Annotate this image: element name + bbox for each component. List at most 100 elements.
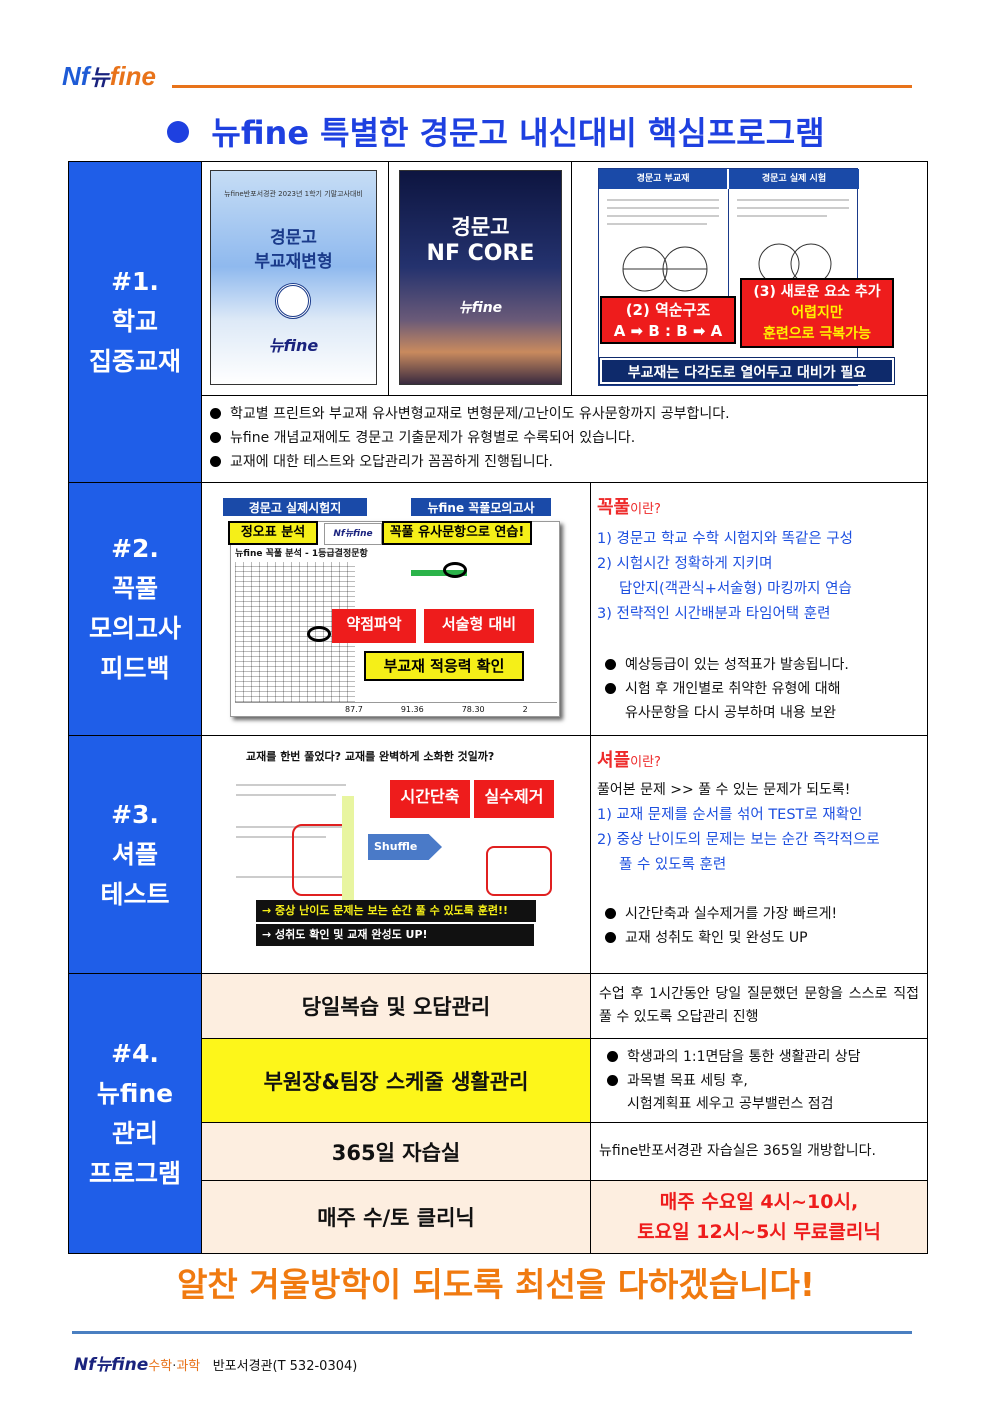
section3-name1: 셔플	[111, 839, 158, 869]
reverse-structure-box: (2) 역순구조 A ➡ B : B ➡ A	[600, 296, 736, 344]
panel-tab2: 경문고 실제 시험	[729, 169, 859, 189]
text-line	[236, 784, 346, 786]
section4-name1: 뉴fine	[96, 1078, 174, 1108]
program-life-management-desc: 학생과의 1:1면담을 통한 생활관리 상담 과목별 목표 세팅 후, 시험계획…	[590, 1038, 928, 1123]
tag-real-exam: 경문고 실제시험지	[222, 497, 368, 517]
section1-bullets: 학교별 프린트와 부교재 유사변형교재로 변형문제/고난이도 유사문항까지 공부…	[201, 395, 928, 483]
logo-ko: 뉴	[89, 65, 110, 90]
program-daily-review: 당일복습 및 오답관리	[201, 973, 591, 1039]
section3-side: #3. 셔플 테스트	[68, 735, 202, 974]
label-similar-practice: 꼭풀 유사문항으로 연습!	[382, 521, 532, 545]
footer-rule	[72, 1331, 912, 1334]
section3-bullet: 교재 성취도 확인 및 완성도 UP	[597, 926, 921, 950]
section2-image-cell: 경문고 실제시험지 뉴fine 꼭풀모의고사 뉴fine 꼭풀 분석 - 1등급…	[201, 482, 591, 736]
book2-cell: 경문고 NF CORE 뉴fine	[388, 161, 572, 396]
clinic-line2: 토요일 12시~5시 무료클리닉	[637, 1221, 881, 1243]
section2-name3: 피드백	[100, 654, 170, 683]
highlight-box-icon	[486, 846, 552, 896]
title-bullet-icon	[167, 121, 190, 143]
program-study-room: 365일 자습실	[201, 1122, 591, 1181]
section2-point: 3) 전략적인 시간배분과 타임어택 훈련	[597, 606, 831, 622]
box3-line1: (3) 새로운 요소 추가	[753, 284, 881, 300]
box3-line3: 훈련으로 극복가능	[763, 326, 871, 342]
label-essay-prep: 서술형 대비	[424, 609, 534, 643]
book2-title1: 경문고	[451, 215, 510, 239]
section1-name2: 집중교재	[88, 347, 181, 376]
section1-num: #1.	[111, 267, 159, 296]
program-life-management: 부원장&팀장 스케줄 생활관리	[201, 1038, 591, 1123]
book2-title2: NF CORE	[426, 241, 535, 266]
section2-point: 1) 경문고 학교 수학 시험지와 똑같은 구성	[597, 531, 853, 547]
section3-point: 풀 수 있도록 훈련	[619, 857, 727, 873]
section3-point: 2) 중상 난이도의 문제는 보는 순간 즉각적으로	[597, 832, 880, 848]
mini-logo: Nf뉴fine	[324, 523, 382, 545]
panel-bottom-banner: 부교재는 다각도로 열어두고 대비가 필요	[599, 357, 895, 385]
score-val: 78.30	[461, 705, 485, 714]
text-line	[607, 223, 707, 225]
life-bullet-cont: 시험계획표 세우고 공부밸런스 점검	[627, 1096, 834, 1112]
text-line	[236, 826, 346, 828]
new-element-box: (3) 새로운 요소 추가 어렵지만 훈련으로 극복가능	[740, 278, 894, 348]
section4-num: #4.	[111, 1038, 159, 1068]
circle-diagram-icon	[622, 246, 708, 292]
score-row: 87.7 91.36 78.30 2	[235, 702, 557, 716]
section2-num: #2.	[111, 534, 159, 563]
section1-bullet: 교재에 대한 테스트와 오답관리가 꼼꼼하게 진행됩니다.	[202, 450, 927, 474]
marker-strip	[342, 796, 354, 906]
program-study-room-desc: 뉴fine반포서경관 자습실은 365일 개방합니다.	[590, 1122, 928, 1181]
score-val: 91.36	[400, 705, 424, 714]
title-text: 뉴fine 특별한 경문고 내신대비 핵심프로그램	[211, 114, 825, 152]
footer-subject1: 수학	[148, 1359, 173, 1374]
panel-tab1: 경문고 부교재	[599, 169, 727, 189]
banner-line2: → 성취도 확인 및 교재 완성도 UP!	[256, 924, 534, 946]
section4-side: #4. 뉴fine 관리 프로그램	[68, 973, 202, 1254]
section2-point: 답안지(객관식+서술형) 마킹까지 연습	[619, 581, 852, 597]
panel-divider	[728, 189, 729, 339]
book1-cell: 뉴fine반포서경관 2023년 1학기 기말고사대비 경문고 부교재변형 뉴f…	[201, 161, 389, 396]
highlight-circle-icon	[443, 562, 467, 578]
doc-title: 뉴fine 꼭풀 분석 - 1등급결정문항	[235, 549, 368, 559]
section2-bullet: 시험 후 개인별로 취약한 유형에 대해	[597, 677, 921, 701]
section2-head-suffix: 이란?	[630, 502, 661, 517]
program-table: #1. 학교 집중교재 뉴fine반포서경관 2023년 1학기 기말고사대비 …	[68, 161, 928, 1254]
program-daily-review-desc: 수업 후 1시간동안 당일 질문했던 문항을 스스로 직접 풀 수 있도록 오답…	[590, 973, 928, 1039]
book1-cover: 뉴fine반포서경관 2023년 1학기 기말고사대비 경문고 부교재변형 뉴f…	[210, 170, 377, 385]
footer-logo: Nf뉴fine	[74, 1355, 149, 1375]
section2-head: 꼭풀	[597, 497, 631, 518]
book1-title1: 경문고	[270, 228, 317, 248]
section3-head: 셔플	[597, 750, 631, 771]
section3-name2: 테스트	[100, 879, 170, 909]
text-line	[607, 207, 719, 209]
book1-title2: 부교재변형	[254, 252, 333, 272]
header-logo: Nf뉴fine	[62, 60, 156, 92]
section2-bullet: 예상등급이 있는 성적표가 발송됩니다.	[597, 653, 921, 677]
green-bar	[411, 570, 467, 576]
section4-name3: 프로그램	[88, 1158, 181, 1188]
logo-nf: Nf	[62, 61, 90, 91]
text-line	[236, 876, 346, 878]
footer-dot: ·	[172, 1359, 177, 1374]
text-line	[236, 794, 336, 796]
book2-logo: 뉴fine	[458, 300, 503, 316]
section3-head-suffix: 이란?	[630, 755, 661, 770]
highlight-circle-icon	[307, 626, 331, 642]
text-line	[607, 199, 719, 201]
text-line	[236, 836, 326, 838]
section3-bullet: 시간단축과 실수제거를 가장 빠르게!	[597, 902, 921, 926]
section4-name2: 관리	[111, 1118, 158, 1148]
section2-bullet-cont: 유사문항을 다시 공부하며 내용 보완	[625, 705, 836, 721]
header-rule	[172, 85, 912, 88]
section3-desc: 셔플이란? 풀어본 문제 >> 풀 수 있는 문제가 되도록! 1) 교재 문제…	[590, 735, 928, 974]
book1-logo: 뉴fine	[268, 336, 319, 355]
program-clinic-desc: 매주 수요일 4시~10시, 토요일 12시~5시 무료클리닉	[590, 1180, 928, 1254]
section2-side: #2. 꼭풀 모의고사 피드백	[68, 482, 202, 736]
footer-branch: 반포서경관(T 532-0304)	[212, 1359, 358, 1374]
section2-desc: 꼭풀이란? 1) 경문고 학교 수학 시험지와 똑같은 구성 2) 시험시간 정…	[590, 482, 928, 736]
life-bullet: 학생과의 1:1면담을 통한 생활관리 상담	[599, 1045, 919, 1069]
score-val: 87.7	[345, 705, 363, 714]
footer-subject2: 과학	[176, 1359, 201, 1374]
section1-name1: 학교	[111, 307, 158, 336]
logo-en: fine	[109, 61, 156, 91]
label-weakness: 약점파악	[332, 609, 416, 643]
section3-point: 1) 교재 문제를 순서를 섞어 TEST로 재확인	[597, 807, 863, 823]
